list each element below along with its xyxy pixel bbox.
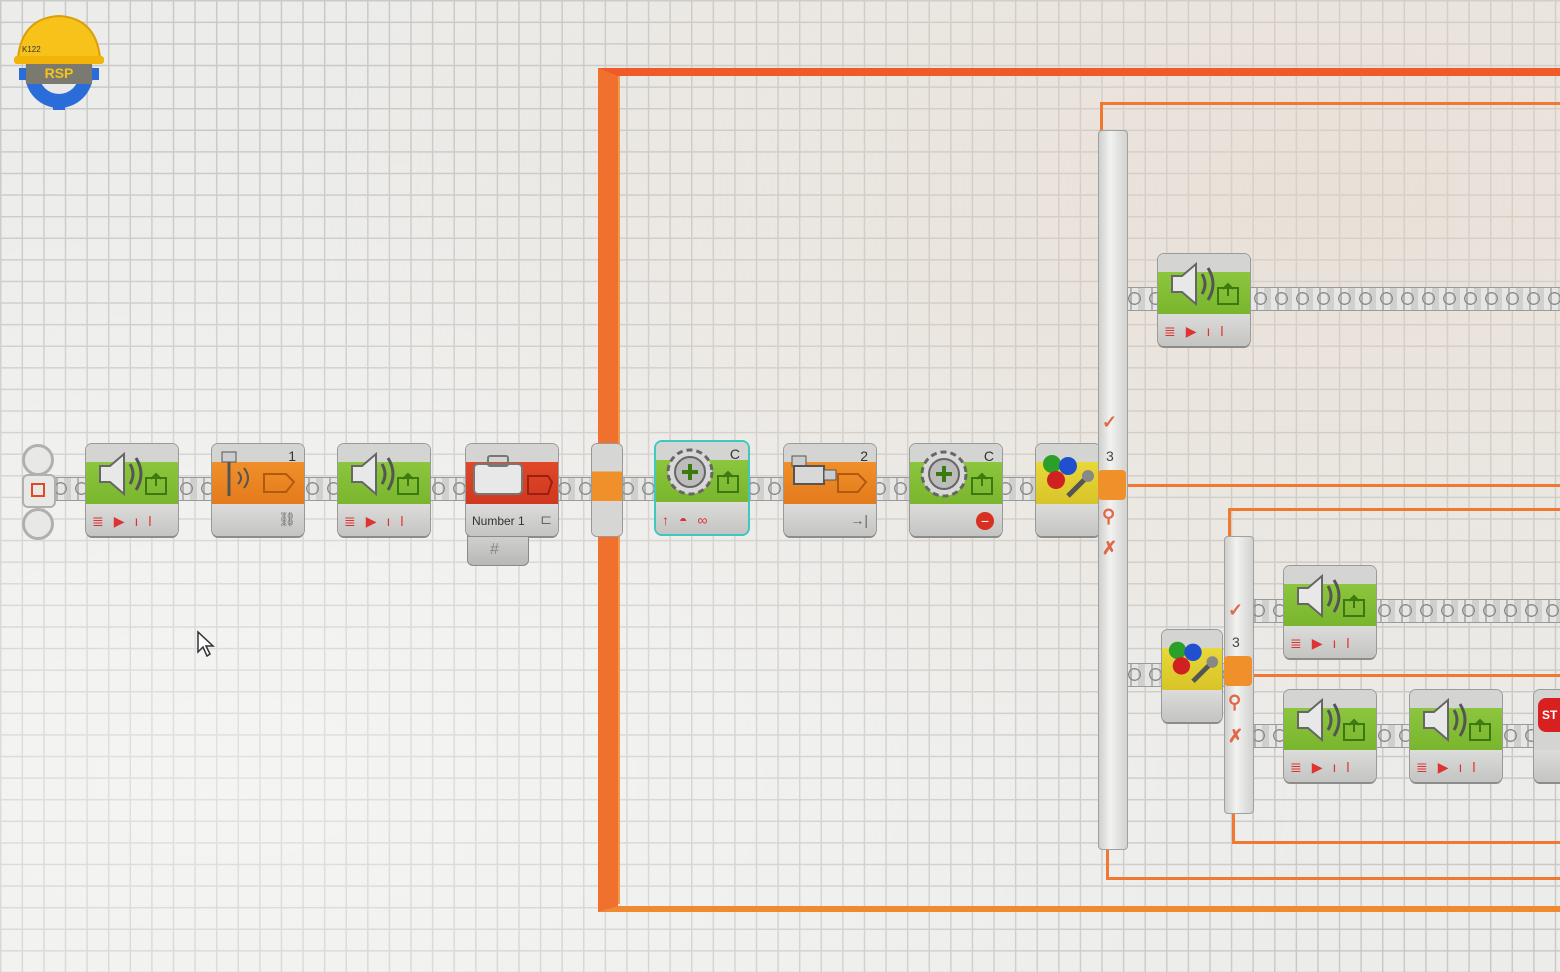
port-number: 1 <box>288 448 296 464</box>
rsp-logo: RSP K122 <box>14 14 104 110</box>
switch2-hub-icon <box>1224 656 1252 686</box>
speaker-icon <box>1297 573 1365 619</box>
plug-icon: ⊏ <box>540 511 552 527</box>
motor-block[interactable]: C − <box>910 444 1002 536</box>
sound-options-icons: ≣▶ıl <box>1290 635 1360 651</box>
color-sensor-block[interactable] <box>1036 444 1100 536</box>
variable-data-plug[interactable]: # <box>467 536 529 566</box>
sound-options-icons: ≣▶ıl <box>1290 759 1360 775</box>
mouse-cursor-icon <box>197 630 215 658</box>
arrow-in-icon: →| <box>850 512 868 528</box>
variable-label: Number 1 <box>472 514 525 528</box>
color-sensor-block[interactable] <box>1162 630 1222 722</box>
switch2-frame-top <box>1228 508 1560 675</box>
port-letter: C <box>729 446 740 462</box>
dropper-icon: ⚲ <box>1228 692 1242 712</box>
motor-options-icons: ↑◓∞ <box>662 512 718 528</box>
sound-sensor-block[interactable]: 1 ⛓ <box>212 444 304 536</box>
sound-block[interactable]: ≣▶ıl <box>1158 254 1250 346</box>
sensor-icon <box>791 455 868 493</box>
switch1-port: 3 <box>1106 448 1114 464</box>
stop-sign-icon: ST <box>1538 698 1560 732</box>
variable-block[interactable]: Number 1 ⊏ <box>466 444 558 536</box>
speaker-icon <box>351 451 419 497</box>
stop-block[interactable]: ST <box>1534 690 1560 782</box>
switch2-frame-bottom <box>1232 674 1560 844</box>
color-balls-icon <box>1043 455 1094 498</box>
speaker-icon <box>1297 697 1365 743</box>
suitcase-icon <box>473 455 554 495</box>
port-number: 2 <box>860 448 868 464</box>
gear-icon <box>666 448 739 496</box>
switch2-port: 3 <box>1232 634 1240 650</box>
sound-options-icons: ≣▶ıl <box>92 513 162 529</box>
sound-block[interactable]: ≣▶ıl <box>1284 690 1376 782</box>
gear-icon <box>920 450 993 498</box>
check-icon: ✓ <box>1102 412 1118 432</box>
check-icon: ✓ <box>1228 600 1244 620</box>
start-node-top <box>22 444 54 476</box>
motor-block[interactable]: C ↑◓∞ <box>656 442 748 534</box>
sound-block[interactable]: ≣▶ıl <box>86 444 178 536</box>
sound-options-icons: ≣▶ıl <box>1416 759 1486 775</box>
cross-icon: ✗ <box>1102 538 1118 558</box>
sound-options-icons: ≣▶ıl <box>344 513 414 529</box>
switch1-hub-icon <box>1098 470 1126 500</box>
start-node-bottom <box>22 508 54 540</box>
sound-block[interactable]: ≣▶ıl <box>338 444 430 536</box>
sound-options-icons: ≣▶ıl <box>1164 323 1234 339</box>
speaker-icon <box>1171 261 1239 307</box>
dropper-icon: ⚲ <box>1102 506 1116 526</box>
stop-motor-icon: − <box>976 512 994 530</box>
start-icon[interactable] <box>22 474 56 508</box>
speaker-icon <box>99 451 167 497</box>
sensor-settings-icon: ⛓ <box>278 511 296 527</box>
speaker-icon <box>1423 697 1491 743</box>
microphone-icon <box>221 451 296 496</box>
loop-entry-bar[interactable] <box>592 444 622 536</box>
port-letter: C <box>983 448 994 464</box>
sound-block[interactable]: ≣▶ıl <box>1410 690 1502 782</box>
logo-main-text: RSP <box>45 65 74 81</box>
sound-block[interactable]: ≣▶ıl <box>1284 566 1376 658</box>
touch-sensor-block[interactable]: 2 →| <box>784 444 876 536</box>
cross-icon: ✗ <box>1228 726 1244 746</box>
color-balls-icon <box>1168 641 1219 684</box>
logo-top-text: K122 <box>22 45 41 54</box>
